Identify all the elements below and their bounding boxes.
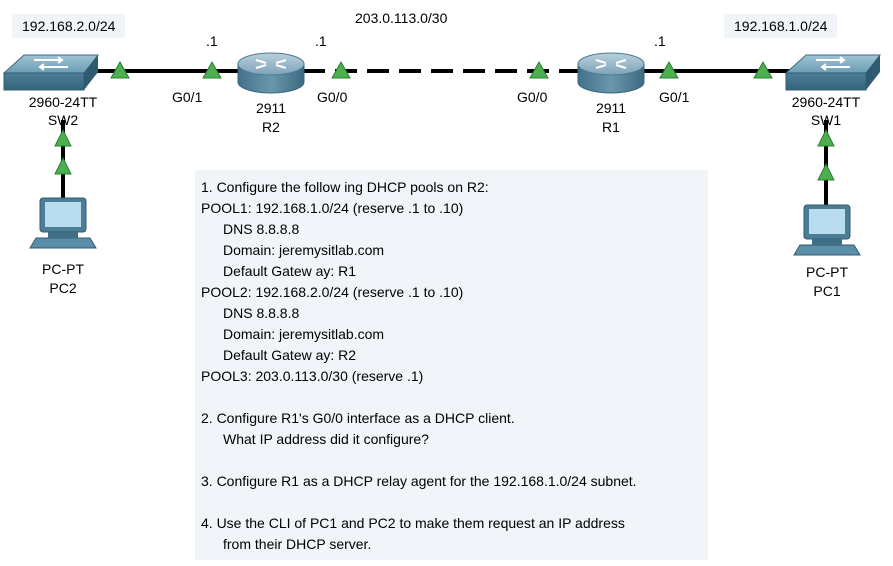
interface-label-r1-g00: G0/0 bbox=[517, 89, 548, 105]
instruction-step-2: 2. Configure R1's G0/0 interface as a DH… bbox=[201, 410, 515, 426]
device-name-pc1: PC1 bbox=[813, 283, 841, 299]
subnet-label-right: 192.168.1.0/24 bbox=[724, 14, 838, 38]
device-name-sw2: SW2 bbox=[47, 112, 79, 128]
link-up-indicator bbox=[331, 60, 351, 79]
link-up-indicator bbox=[817, 162, 835, 181]
device-name-pc2: PC2 bbox=[49, 280, 77, 296]
pc-pc2-icon[interactable] bbox=[29, 197, 97, 249]
link-up-indicator bbox=[659, 60, 679, 79]
device-model-sw1: 2960-24TT bbox=[791, 94, 861, 110]
device-name-sw1: SW1 bbox=[810, 112, 842, 128]
ip-octet-label: .1 bbox=[654, 33, 666, 49]
pool2-dns: DNS 8.8.8.8 bbox=[223, 305, 300, 321]
link-up-indicator bbox=[54, 156, 72, 175]
pool1-domain: Domain: jeremysitlab.com bbox=[223, 242, 385, 258]
device-name-r1: R1 bbox=[602, 119, 620, 135]
link-up-indicator bbox=[54, 128, 72, 147]
pc-pc1-icon[interactable] bbox=[793, 204, 861, 256]
switch-sw2-icon[interactable] bbox=[2, 54, 100, 91]
spacer bbox=[201, 450, 708, 471]
link-up-indicator bbox=[817, 128, 835, 147]
ip-octet-label: .1 bbox=[315, 33, 327, 49]
link-up-indicator bbox=[110, 60, 130, 79]
interface-label-r2-g01: G0/1 bbox=[172, 89, 203, 105]
interface-label-r2-g00: G0/0 bbox=[317, 89, 348, 105]
device-model-r2: 2911 bbox=[255, 100, 287, 116]
subnet-label-wan: 203.0.113.0/30 bbox=[345, 6, 458, 30]
device-model-r1: 2911 bbox=[595, 100, 627, 116]
instruction-step-3: 3. Configure R1 as a DHCP relay agent fo… bbox=[201, 473, 637, 489]
link-up-indicator bbox=[529, 60, 549, 79]
instruction-step-1: 1. Configure the follow ing DHCP pools o… bbox=[201, 179, 489, 195]
device-name-r2: R2 bbox=[262, 119, 280, 135]
pool1-line: POOL1: 192.168.1.0/24 (reserve .1 to .10… bbox=[201, 200, 464, 216]
instructions-note: 1. Configure the follow ing DHCP pools o… bbox=[195, 170, 708, 560]
device-model-sw2: 2960-24TT bbox=[28, 94, 98, 110]
link-up-indicator bbox=[202, 60, 222, 79]
device-model-pc1: PC-PT bbox=[806, 264, 848, 280]
spacer bbox=[201, 492, 708, 513]
router-r1-icon[interactable] bbox=[577, 52, 645, 94]
link-up-indicator bbox=[753, 60, 773, 79]
switch-sw1-icon[interactable] bbox=[784, 54, 882, 91]
pool3-line: POOL3: 203.0.113.0/30 (reserve .1) bbox=[201, 368, 424, 384]
router-r2-icon[interactable] bbox=[237, 52, 305, 94]
instruction-step-2-question: What IP address did it configure? bbox=[223, 431, 429, 447]
pool2-domain: Domain: jeremysitlab.com bbox=[223, 326, 385, 342]
instruction-step-4: 4. Use the CLI of PC1 and PC2 to make th… bbox=[201, 515, 625, 531]
interface-label-r1-g01: G0/1 bbox=[659, 89, 690, 105]
subnet-label-left: 192.168.2.0/24 bbox=[12, 14, 126, 38]
pool1-dns: DNS 8.8.8.8 bbox=[223, 221, 300, 237]
device-model-pc2: PC-PT bbox=[42, 261, 84, 277]
ip-octet-label: .1 bbox=[206, 33, 218, 49]
instruction-step-4-cont: from their DHCP server. bbox=[223, 536, 372, 552]
pool2-gateway: Default Gatew ay: R2 bbox=[223, 347, 357, 363]
pool1-gateway: Default Gatew ay: R1 bbox=[223, 263, 357, 279]
pool2-line: POOL2: 192.168.2.0/24 (reserve .1 to .10… bbox=[201, 284, 464, 300]
spacer bbox=[201, 387, 708, 408]
